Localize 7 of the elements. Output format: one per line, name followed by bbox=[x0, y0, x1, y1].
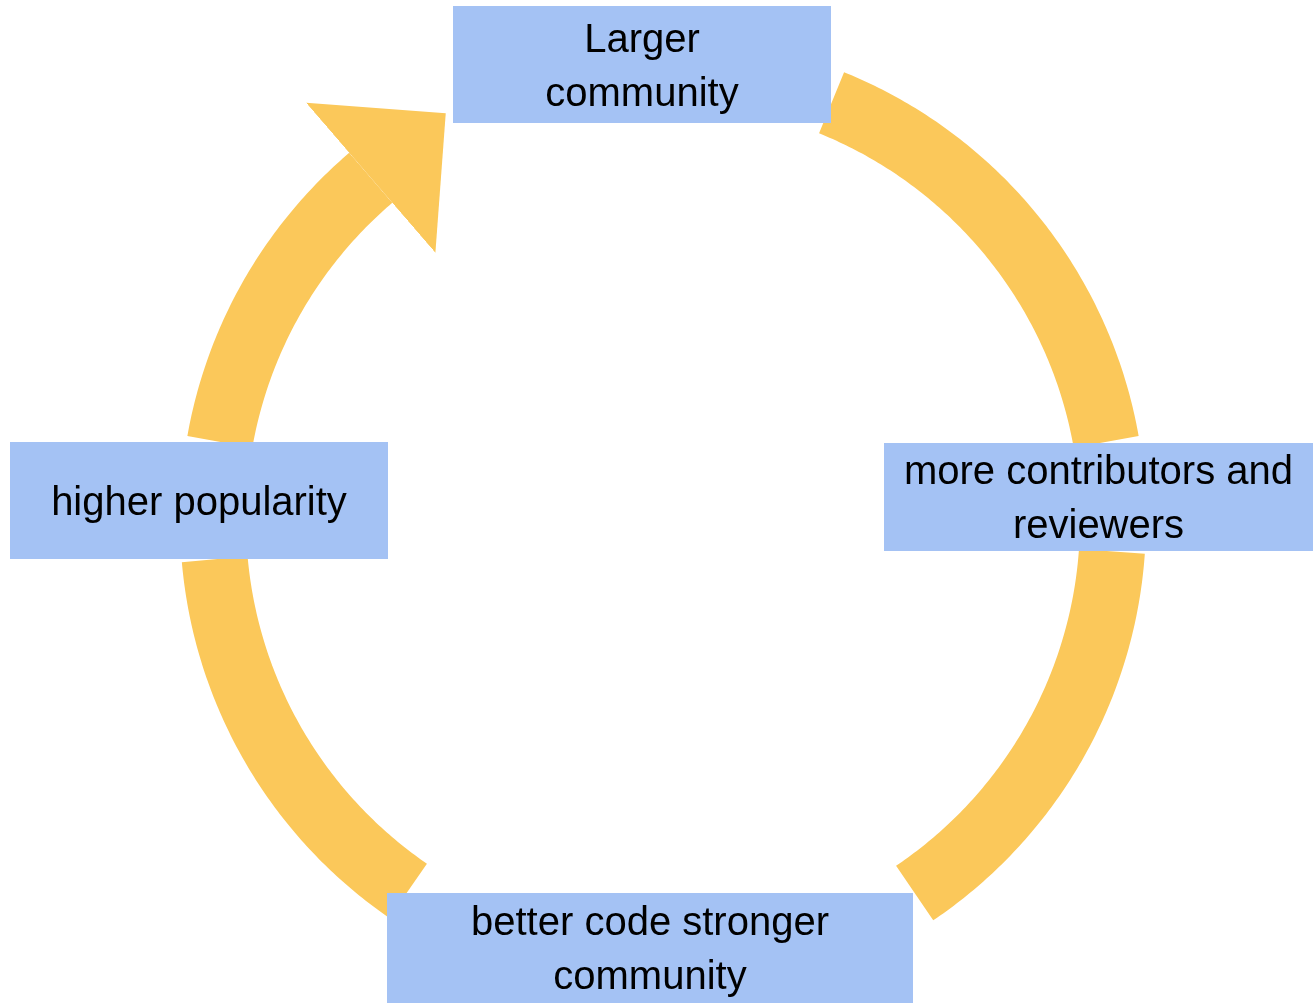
step-label: Larger community bbox=[544, 14, 740, 116]
step-label: better code stronger community bbox=[470, 898, 830, 999]
step-label: more contributors and reviewers bbox=[902, 447, 1295, 548]
step-box bbox=[453, 6, 831, 123]
step-box bbox=[10, 442, 388, 559]
step-label: higher popularity bbox=[50, 477, 348, 525]
step-box bbox=[387, 893, 913, 1003]
